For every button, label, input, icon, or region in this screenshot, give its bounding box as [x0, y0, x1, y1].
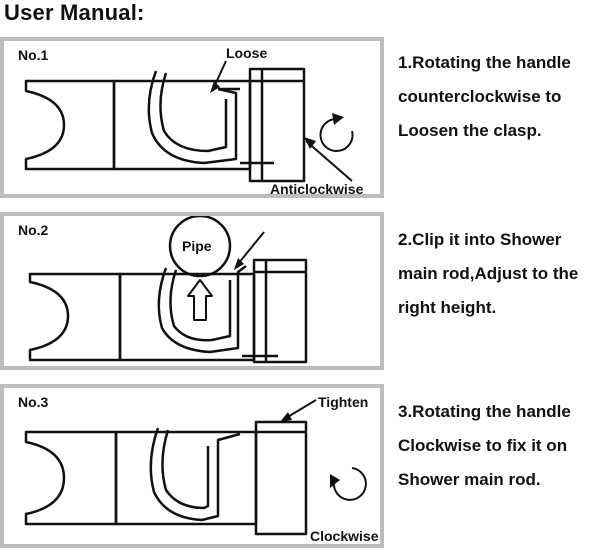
step-instruction-1: 1.Rotating the handle counterclockwise t… [398, 46, 598, 148]
callout-pipe: Pipe [182, 238, 212, 254]
instruction-line: Loosen the clasp. [398, 121, 542, 140]
step-panel-3: No.3 Tighten Clockwise [0, 384, 384, 548]
step-number-label: No.1 [18, 47, 49, 63]
instruction-line: 1.Rotating the handle [398, 53, 571, 72]
step-panel-1: No.1 Loose Anticlockwise [0, 37, 384, 198]
callout-clockwise: Clockwise [310, 528, 379, 544]
clamp-illustration-tight [24, 399, 367, 536]
clamp-illustration-loose [24, 60, 354, 183]
instruction-line: right height. [398, 298, 497, 317]
clamp-illustration-clip [28, 216, 308, 364]
step-panel-2: No.2 Pipe [0, 212, 384, 370]
instruction-line: 2.Clip it into Shower [398, 230, 562, 249]
callout-anticlockwise: Anticlockwise [270, 181, 364, 197]
callout-tighten: Tighten [318, 394, 369, 410]
instruction-line: 3.Rotating the handle [398, 402, 571, 421]
instruction-line: counterclockwise to [398, 87, 562, 106]
instruction-line: Shower main rod. [398, 470, 541, 489]
page-title: User Manual: [4, 0, 145, 25]
step-instruction-3: 3.Rotating the handle Clockwise to fix i… [398, 395, 598, 497]
step-instruction-2: 2.Clip it into Shower main rod,Adjust to… [398, 223, 598, 325]
step-number-label: No.2 [18, 222, 49, 238]
instruction-line: main rod,Adjust to the [398, 264, 579, 283]
callout-loose: Loose [226, 45, 268, 61]
step-number-label: No.3 [18, 394, 49, 410]
instruction-line: Clockwise to fix it on [398, 436, 568, 455]
